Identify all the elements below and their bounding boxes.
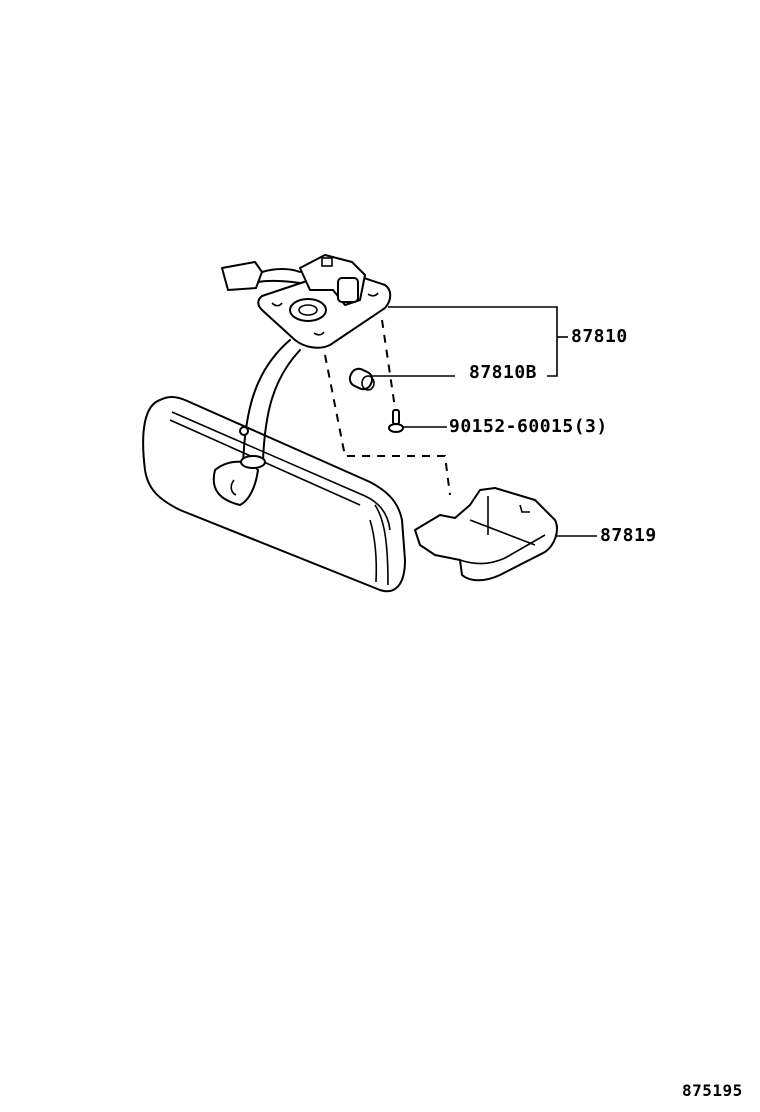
part-label-90152-60015[interactable]: 90152-60015(3) — [449, 416, 608, 437]
part-label-87810[interactable]: 87810 — [571, 326, 628, 347]
part-label-87819[interactable]: 87819 — [600, 525, 657, 546]
bulb — [348, 367, 375, 391]
figure-number: 875195 — [682, 1081, 743, 1100]
cover — [414, 487, 558, 582]
part-label-87810b[interactable]: 87810B — [469, 362, 538, 383]
assembly-guide-line-2 — [381, 319, 396, 409]
screw — [388, 409, 404, 433]
mirror-stem — [239, 339, 301, 469]
assembly-guide-line — [324, 354, 451, 496]
mirror-body — [142, 396, 406, 593]
lamp-base — [221, 254, 392, 349]
leader-87810 — [388, 306, 558, 377]
